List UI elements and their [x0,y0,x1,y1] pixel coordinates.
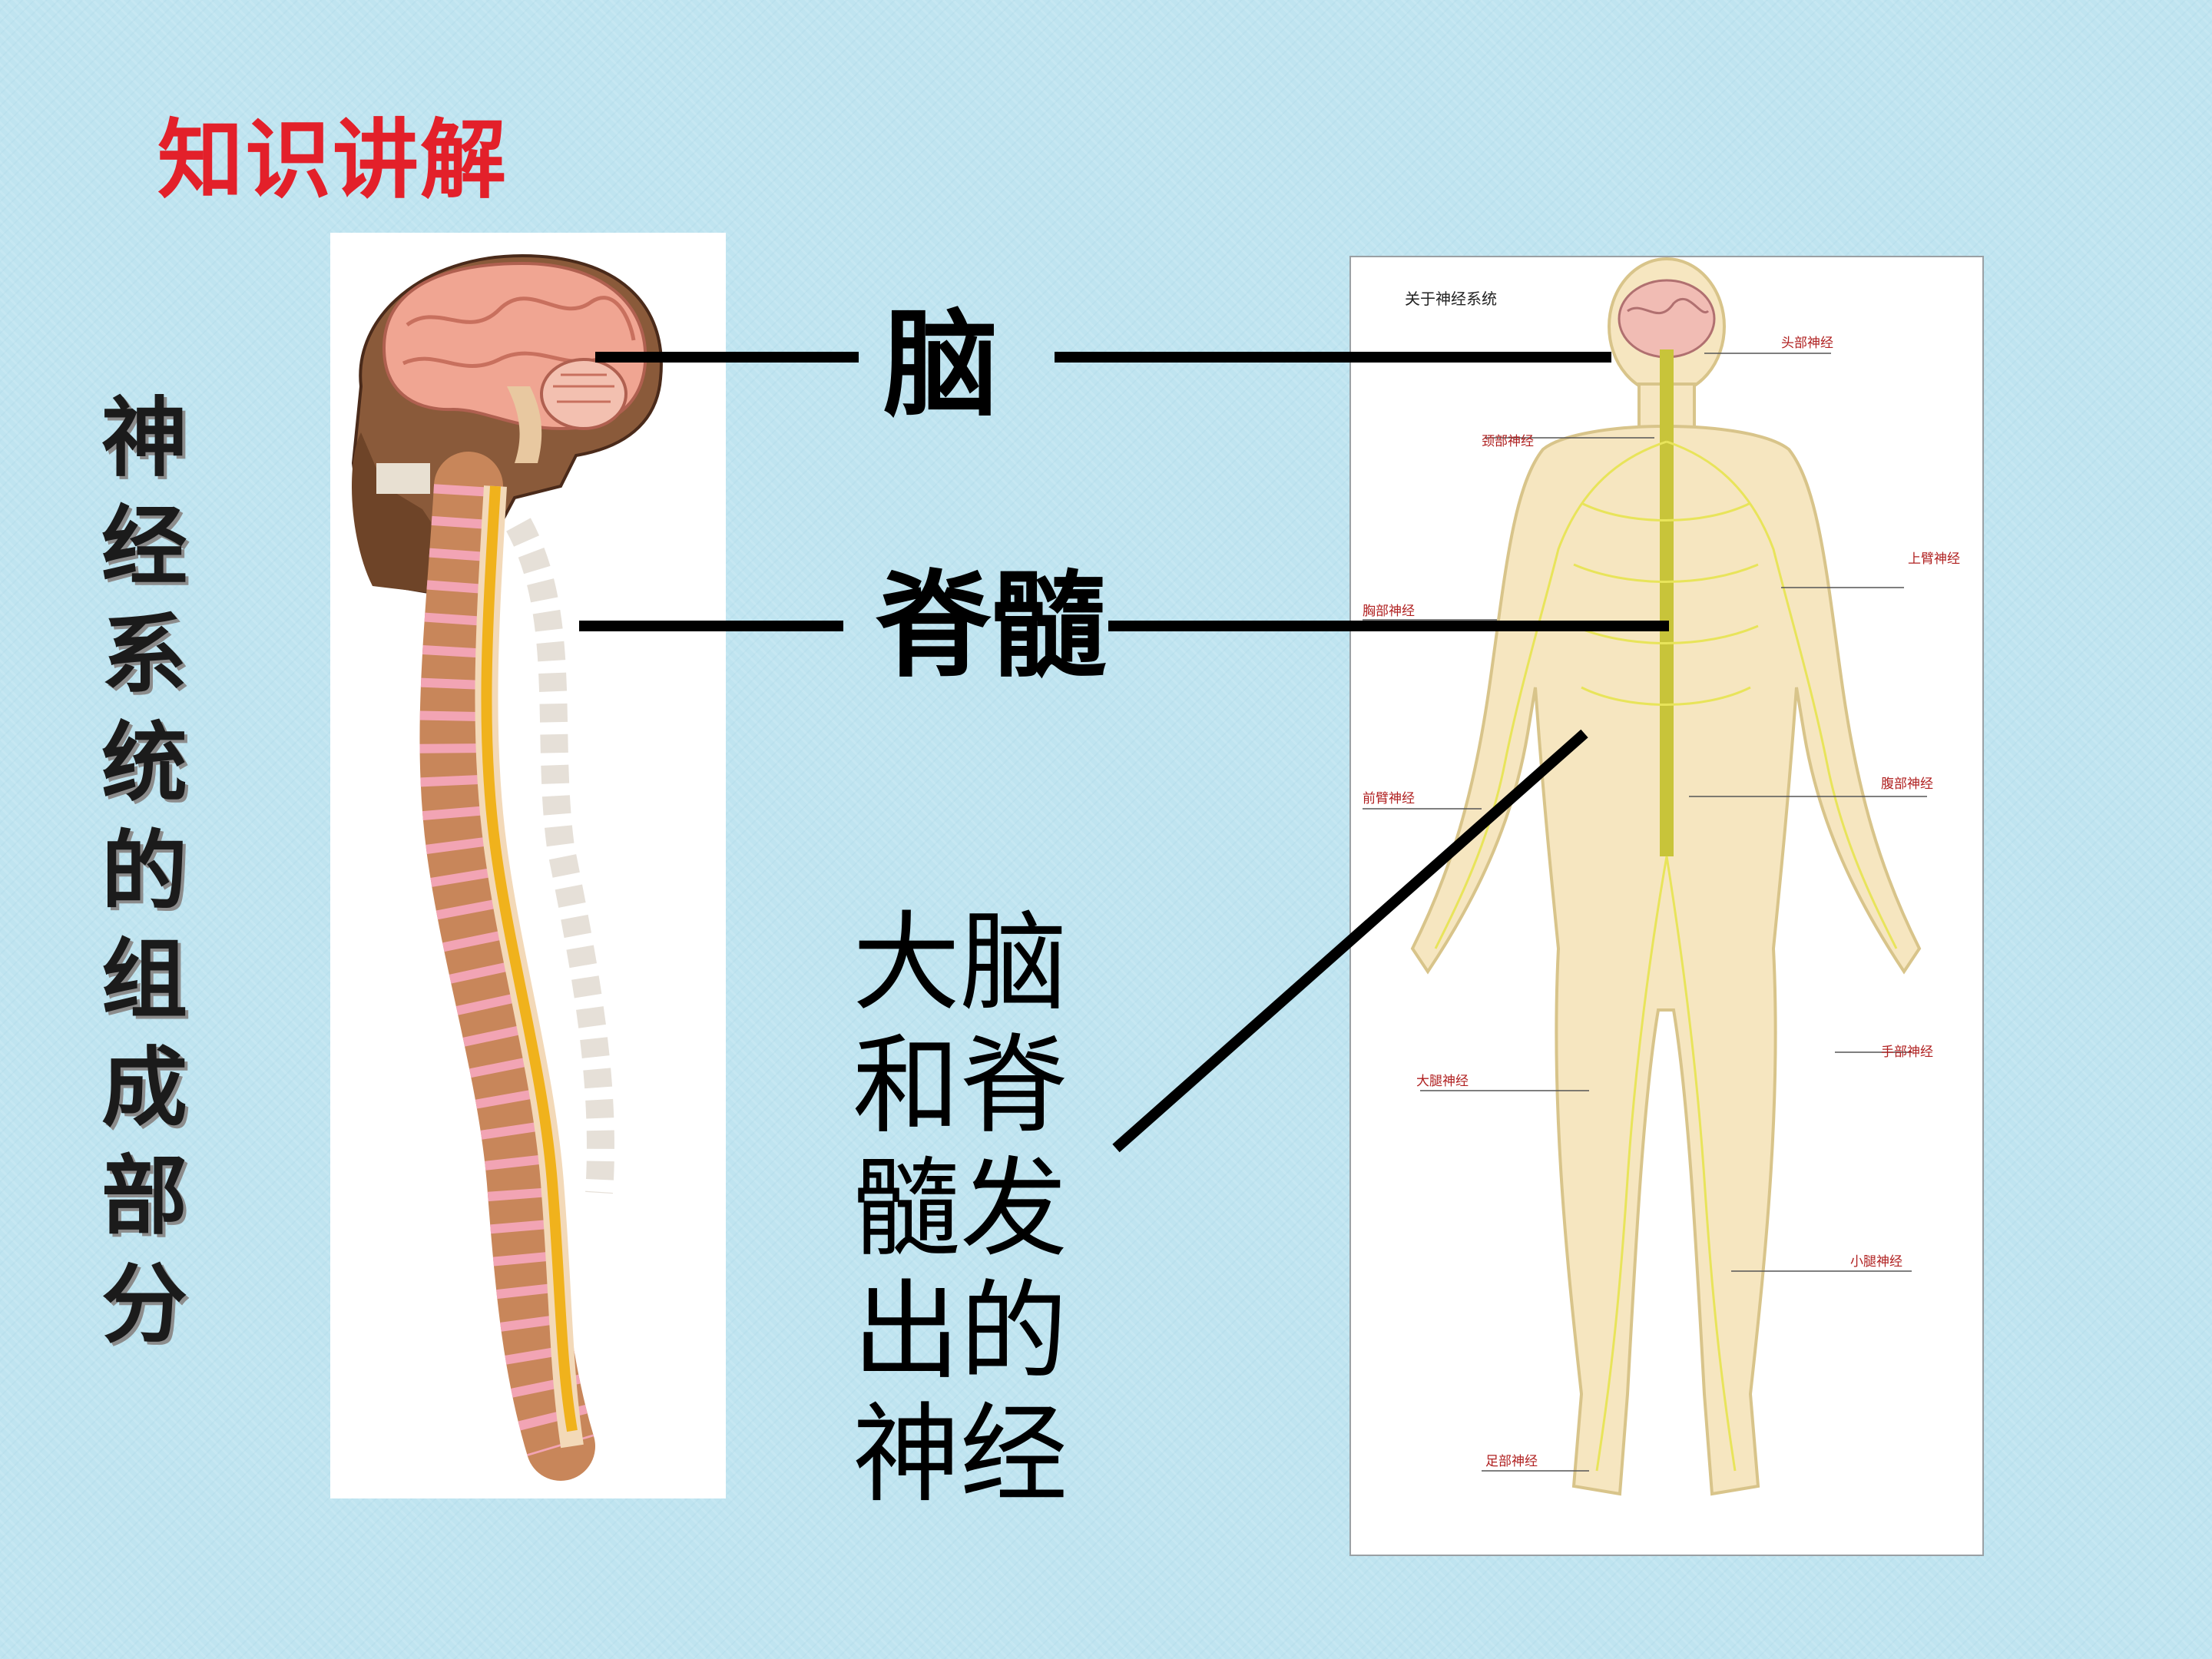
body-drawing [1363,257,1927,1496]
figure-title: 关于神经系统 [1405,290,1497,308]
slide-title: 知识讲解 [157,111,508,210]
peripheral-nerves-label: 大脑和脊髓发出的神经 [853,901,1068,1518]
nerves-connector [1112,729,1588,1153]
vertical-title: 神 经 系 统 的 组 成 部 分 [91,384,198,1359]
nervous-system-figure: 关于神经系统 [1349,256,1984,1556]
vertical-title-char: 分 [101,1254,187,1355]
thigh-nerve-label: 大腿神经 [1416,1074,1469,1089]
vertical-title-char: 统 [101,713,187,813]
foot-nerve-label: 足部神经 [1485,1454,1538,1469]
vertical-title-char: 部 [101,1146,187,1247]
brain-spine-illustration [330,233,726,1498]
brain-spine-drawing [351,253,663,1481]
hand-nerve-label: 手部神经 [1881,1045,1933,1060]
upper-arm-nerve-label: 上臂神经 [1908,551,1960,567]
abdomen-nerve-label: 腹部神经 [1881,777,1933,792]
vertical-title-char: 神 [101,388,187,488]
calf-nerve-label: 小腿神经 [1850,1254,1902,1270]
head-nerve-label: 头部神经 [1781,336,1833,351]
vertical-title-char: 系 [101,604,187,705]
vertical-title-char: 的 [101,821,187,922]
spinal-cord-label: 脊髓 [876,558,1107,694]
chest-nerve-label: 胸部神经 [1363,604,1415,619]
neck-nerve-label: 颈部神经 [1482,434,1534,449]
vertical-title-char: 经 [101,496,187,597]
brain-label: 脑 [883,297,999,432]
vertical-title-char: 组 [101,929,187,1030]
vertical-title-char: 成 [101,1038,187,1138]
forearm-nerve-label: 前臂神经 [1363,791,1415,806]
